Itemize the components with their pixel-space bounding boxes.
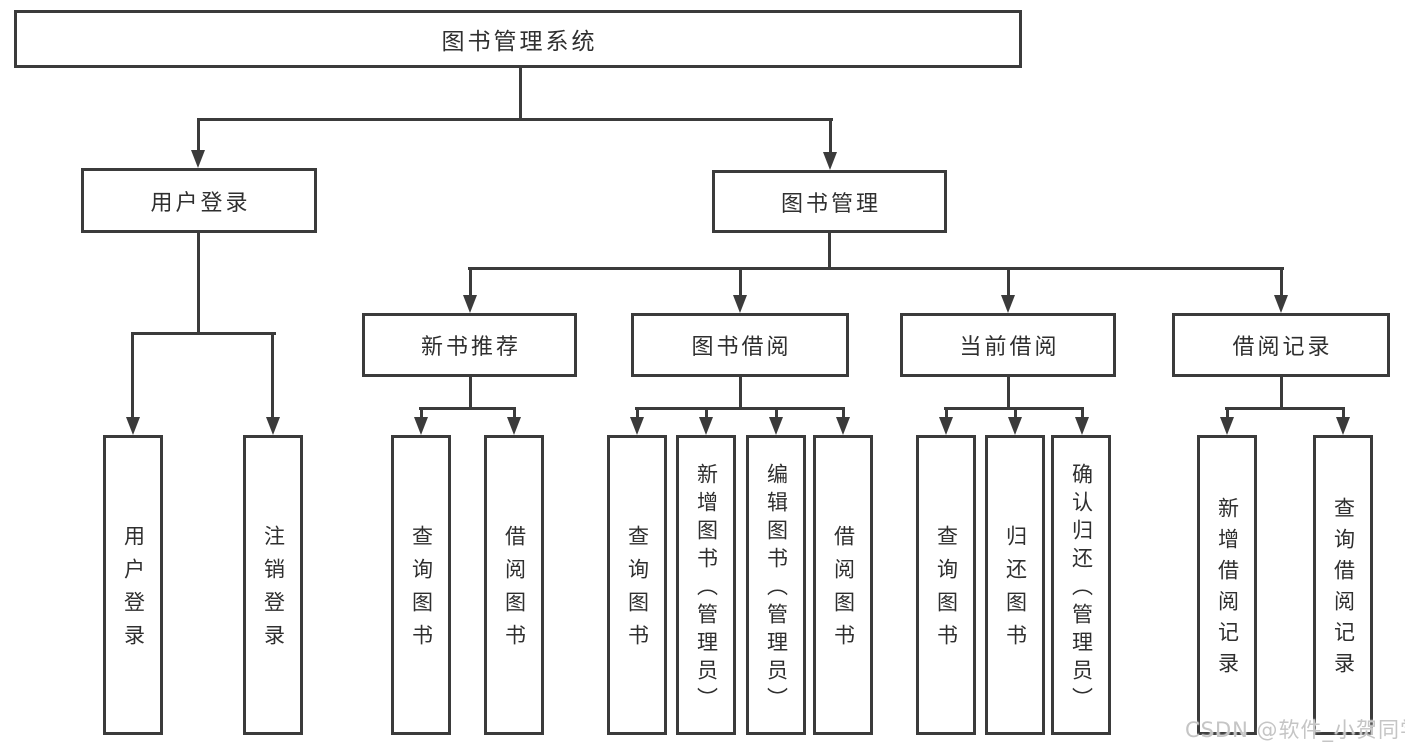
leaf-query-books-borrow: 查询图书 <box>607 435 667 735</box>
connector-current-drop <box>1007 267 1010 295</box>
arrowhead-leaf-icon <box>699 417 713 435</box>
connector-leaf-drop <box>705 407 708 419</box>
connector-leaf-drop <box>775 407 778 419</box>
node-new-books: 新书推荐 <box>362 313 577 377</box>
connector-leaf-drop <box>842 407 845 419</box>
connector-records-drop <box>1280 267 1283 295</box>
connector-records-leaves-bar <box>1225 407 1345 410</box>
leaf-query-borrow-record: 查询借阅记录 <box>1313 435 1373 735</box>
leaf-logout: 注销登录 <box>243 435 303 735</box>
connector-leaf-drop <box>945 407 948 419</box>
watermark: CSDN @软件_小贺同学 <box>1185 718 1405 742</box>
connector-leaf-drop <box>636 407 639 419</box>
connector-book-mgmt-stem <box>828 231 831 269</box>
arrowhead-leaf-icon <box>1220 417 1234 435</box>
arrowhead-leaf-icon <box>1075 417 1089 435</box>
arrowhead-leaf-icon <box>1008 417 1022 435</box>
connector-book-mgmt-drop <box>829 118 832 154</box>
leaf-borrow-books-borrow: 借阅图书 <box>813 435 873 735</box>
leaf-query-books-current: 查询图书 <box>916 435 976 735</box>
arrowhead-leaf-icon <box>414 417 428 435</box>
connector-user-leaves-bar <box>131 332 276 335</box>
connector-borrow-drop <box>739 267 742 295</box>
leaf-confirm-return-admin: 确认归还（管理员） <box>1051 435 1111 735</box>
node-book-mgmt: 图书管理 <box>712 170 947 233</box>
connector-new-books-leaves-bar <box>419 407 516 410</box>
node-root: 图书管理系统 <box>14 10 1022 68</box>
connector-leaf-drop <box>420 407 423 419</box>
leaf-user-login: 用户登录 <box>103 435 163 735</box>
arrowhead-leaf-icon <box>630 417 644 435</box>
connector-new-books-stem <box>469 377 472 410</box>
connector-user-login-drop <box>197 118 200 152</box>
node-user-login: 用户登录 <box>81 168 317 233</box>
arrowhead-user-login-icon <box>191 150 205 168</box>
arrowhead-leaf-user-login-icon <box>126 417 140 435</box>
leaf-add-books-admin: 新增图书（管理员） <box>676 435 736 735</box>
arrowhead-leaf-icon <box>507 417 521 435</box>
arrowhead-borrow-icon <box>733 295 747 313</box>
connector-borrow-leaves-bar <box>635 407 845 410</box>
connector-leaf-logout-drop <box>271 332 274 419</box>
arrowhead-leaf-icon <box>769 417 783 435</box>
connector-leaf-drop <box>1342 407 1345 419</box>
connector-level2-bar <box>197 118 833 121</box>
arrowhead-new-books-icon <box>463 295 477 313</box>
leaf-edit-books-admin: 编辑图书（管理员） <box>746 435 806 735</box>
connector-leaf-drop <box>1226 407 1229 419</box>
leaf-add-borrow-record: 新增借阅记录 <box>1197 435 1257 735</box>
connector-leaf-drop <box>1014 407 1017 419</box>
connector-new-books-drop <box>469 267 472 295</box>
connector-leaf-drop <box>513 407 516 419</box>
connector-user-login-stem <box>197 231 200 334</box>
arrowhead-leaf-icon <box>1336 417 1350 435</box>
arrowhead-current-icon <box>1001 295 1015 313</box>
connector-records-stem <box>1280 377 1283 410</box>
node-current: 当前借阅 <box>900 313 1116 377</box>
arrowhead-records-icon <box>1274 295 1288 313</box>
arrowhead-leaf-icon <box>836 417 850 435</box>
connector-root-stem <box>519 66 522 120</box>
leaf-query-books-recommend: 查询图书 <box>391 435 451 735</box>
arrowhead-book-mgmt-icon <box>823 152 837 170</box>
arrowhead-leaf-logout-icon <box>266 417 280 435</box>
connector-level3-bar <box>468 267 1284 270</box>
node-borrow: 图书借阅 <box>631 313 849 377</box>
connector-current-stem <box>1007 377 1010 410</box>
arrowhead-leaf-icon <box>939 417 953 435</box>
leaf-borrow-books-recommend: 借阅图书 <box>484 435 544 735</box>
connector-leaf-user-login-drop <box>131 332 134 419</box>
node-records: 借阅记录 <box>1172 313 1390 377</box>
connector-leaf-drop <box>1081 407 1084 419</box>
connector-borrow-stem <box>739 377 742 410</box>
leaf-return-books: 归还图书 <box>985 435 1045 735</box>
